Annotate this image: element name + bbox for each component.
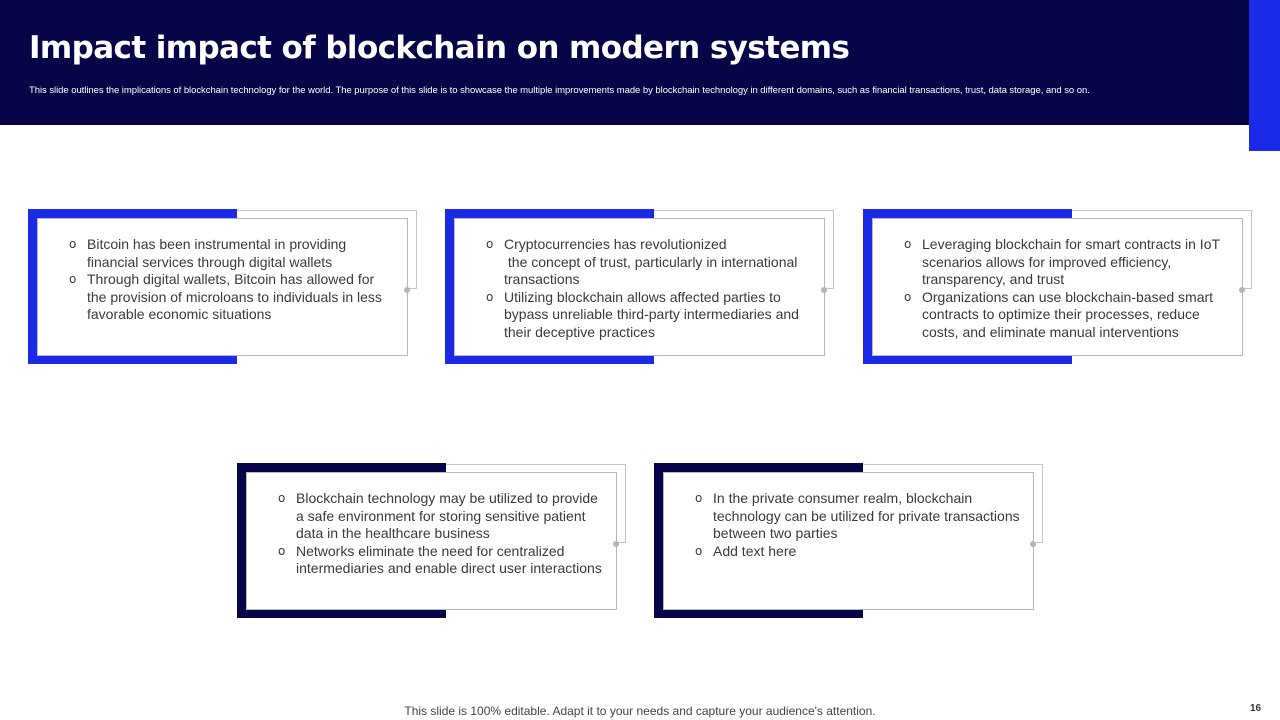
- hollow-circle-bullet-icon: o: [278, 543, 286, 558]
- bullet-text: Through digital wallets, Bitcoin has all…: [87, 271, 382, 323]
- slide-header: Impact impact of blockchain on modern sy…: [0, 0, 1249, 125]
- hollow-circle-bullet-icon: o: [486, 237, 494, 251]
- connector-dot: [821, 287, 827, 293]
- hollow-circle-bullet-icon: o: [486, 289, 494, 304]
- connector-dot: [404, 287, 410, 293]
- card-smart-contracts: o Leveraging blockchain for smart contrac…: [863, 209, 1255, 365]
- bullet-text: In the private consumer realm, blockchai…: [713, 490, 1020, 542]
- list-item: o Through digital wallets, Bitcoin has al…: [69, 271, 394, 324]
- hollow-circle-bullet-icon: o: [69, 237, 77, 251]
- bullet-text: Cryptocurrencies has revolutionized: [504, 236, 727, 252]
- connector-dot: [1030, 541, 1036, 547]
- card-trust: o Cryptocurrencies has revolutionized the…: [445, 209, 837, 365]
- bullet-text: Leveraging blockchain for smart contract…: [922, 236, 1220, 288]
- slide-subtitle: This slide outlines the implications of …: [29, 85, 1090, 96]
- page-number: 16: [1250, 703, 1262, 714]
- card-financial: o Bitcoin has been instrumental in provid…: [28, 209, 420, 365]
- corner-accent-bar: [1249, 0, 1280, 151]
- hollow-circle-bullet-icon: o: [904, 237, 912, 251]
- card-text-box: o Cryptocurrencies has revolutionized the…: [454, 218, 825, 356]
- card-bullet-list: o In the private consumer realm, blockcha…: [695, 490, 1020, 560]
- connector-dot: [1239, 287, 1245, 293]
- list-item: o In the private consumer realm, blockcha…: [695, 490, 1020, 543]
- list-item: o Utilizing blockchain allows affected pa…: [486, 289, 811, 342]
- list-item: o Bitcoin has been instrumental in provid…: [69, 236, 394, 271]
- bullet-text: Organizations can use blockchain-based s…: [922, 288, 1214, 340]
- card-bullet-list: o Leveraging blockchain for smart contrac…: [904, 236, 1229, 342]
- card-text-box: o Blockchain technology may be utilized t…: [246, 472, 617, 610]
- list-item: o Leveraging blockchain for smart contrac…: [904, 236, 1229, 289]
- list-item: o Add text here: [695, 543, 1020, 561]
- bullet-text: Utilizing blockchain allows affected par…: [504, 288, 799, 340]
- slide-title: Impact impact of blockchain on modern sy…: [29, 30, 850, 66]
- list-item: o Organizations can use blockchain-based …: [904, 289, 1229, 342]
- connector-dot: [613, 541, 619, 547]
- bullet-text: Networks eliminate the need for centrali…: [296, 542, 602, 577]
- slide-footer-note: This slide is 100% editable. Adapt it to…: [404, 704, 876, 718]
- card-private-consumer: o In the private consumer realm, blockcha…: [654, 463, 1046, 619]
- bullet-text-continued: the concept of trust, particularly in in…: [504, 253, 802, 288]
- list-item: o Cryptocurrencies has revolutionized the…: [486, 236, 811, 289]
- hollow-circle-bullet-icon: o: [69, 272, 77, 287]
- card-bullet-list: o Cryptocurrencies has revolutionized the…: [486, 236, 811, 342]
- bullet-text: Blockchain technology may be utilized to…: [296, 490, 598, 542]
- card-text-box: o Bitcoin has been instrumental in provid…: [37, 218, 408, 356]
- card-text-box: o In the private consumer realm, blockcha…: [663, 472, 1034, 610]
- bullet-text: Add text here: [713, 542, 797, 559]
- hollow-circle-bullet-icon: o: [278, 491, 286, 505]
- card-healthcare: o Blockchain technology may be utilized t…: [237, 463, 629, 619]
- bullet-text: Bitcoin has been instrumental in providi…: [87, 236, 347, 270]
- card-text-box: o Leveraging blockchain for smart contrac…: [872, 218, 1243, 356]
- hollow-circle-bullet-icon: o: [695, 543, 703, 558]
- list-item: o Networks eliminate the need for central…: [278, 543, 603, 578]
- list-item: o Blockchain technology may be utilized t…: [278, 490, 603, 543]
- card-bullet-list: o Blockchain technology may be utilized t…: [278, 490, 603, 578]
- hollow-circle-bullet-icon: o: [695, 491, 703, 505]
- hollow-circle-bullet-icon: o: [904, 289, 912, 304]
- card-bullet-list: o Bitcoin has been instrumental in provid…: [69, 236, 394, 324]
